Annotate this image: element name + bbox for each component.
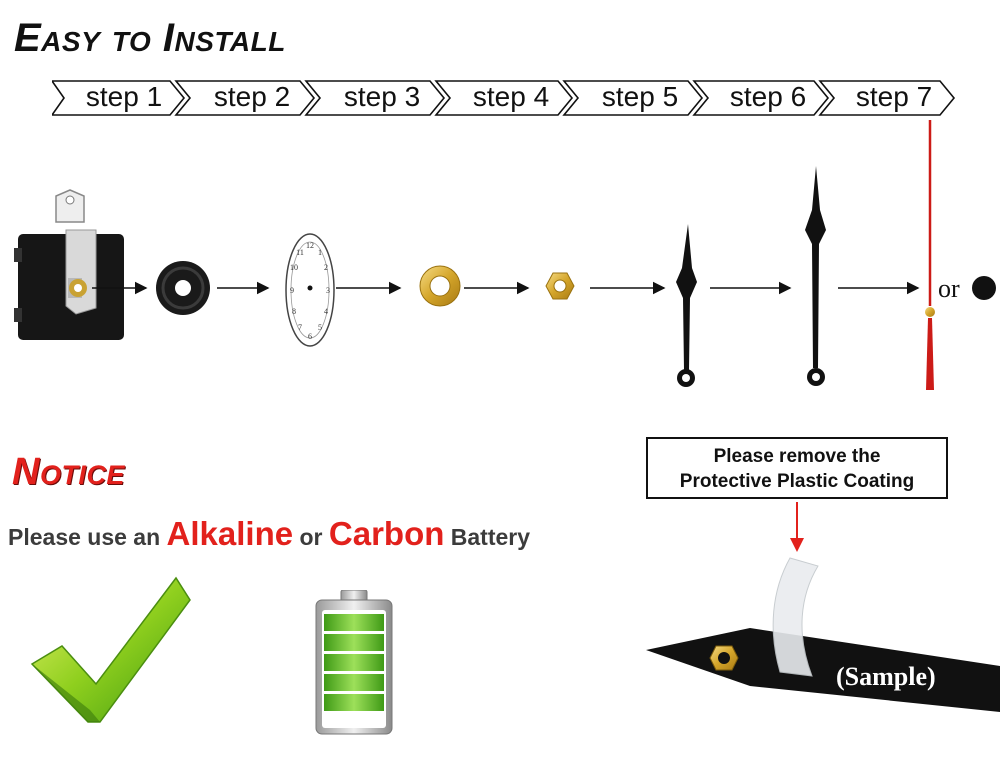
- coating-line-1: Please remove the: [713, 446, 881, 467]
- step-3-label: step 3: [343, 81, 421, 112]
- svg-text:4: 4: [324, 307, 328, 316]
- step-4-label: step 4: [472, 81, 550, 112]
- step-2-label: step 2: [213, 81, 291, 112]
- rubber-washer-icon: [156, 261, 270, 315]
- svg-text:5: 5: [318, 323, 322, 332]
- svg-text:9: 9: [290, 286, 294, 295]
- svg-text:1: 1: [318, 248, 322, 257]
- notice-title: Notice: [12, 451, 125, 493]
- battery-suffix: Battery: [444, 524, 531, 550]
- svg-text:10: 10: [290, 263, 298, 272]
- step-5-label: step 5: [601, 81, 679, 112]
- svg-text:7: 7: [298, 323, 302, 332]
- battery-carbon: Carbon: [328, 515, 445, 552]
- minute-hand-icon: [805, 166, 920, 386]
- coating-notice-box: Please remove the Protective Plastic Coa…: [646, 437, 948, 499]
- battery-icon: [315, 590, 393, 735]
- sample-hand-shape: [646, 628, 1000, 712]
- svg-text:6: 6: [308, 332, 312, 341]
- svg-text:3: 3: [326, 286, 330, 295]
- battery-instruction: Please use an Alkaline or Carbon Battery: [8, 512, 530, 559]
- checkmark-icon: [30, 576, 191, 723]
- plastic-film-icon: [772, 557, 819, 677]
- step-7-label: step 7: [855, 81, 933, 112]
- second-hand-icon: [925, 120, 935, 390]
- step-ribbon: step 1 step 2 step 3 step 4 step 5 step …: [52, 80, 957, 116]
- battery-alkaline: Alkaline: [166, 515, 294, 552]
- coating-sample-illustration: [646, 502, 1000, 712]
- svg-text:8: 8: [292, 307, 296, 316]
- alternative-or-label: or: [938, 274, 960, 303]
- sample-label: (Sample): [836, 662, 936, 691]
- brass-washer-icon: [419, 265, 530, 307]
- svg-text:12: 12: [306, 241, 314, 250]
- clock-movement-icon: [14, 189, 148, 340]
- svg-text:11: 11: [296, 248, 304, 257]
- svg-text:2: 2: [324, 263, 328, 272]
- hour-hand-icon: [676, 224, 792, 387]
- step-ribbon-arrows: [52, 80, 956, 116]
- coating-line-2: Protective Plastic Coating: [679, 471, 915, 492]
- step-6-label: step 6: [729, 81, 807, 112]
- battery-or: or: [293, 524, 329, 550]
- page-title: Easy to Install: [14, 16, 286, 60]
- hex-nut-icon: [545, 272, 666, 300]
- battery-prefix: Please use an: [8, 524, 167, 550]
- round-cap-icon: [972, 276, 996, 300]
- step-1-label: step 1: [85, 81, 163, 112]
